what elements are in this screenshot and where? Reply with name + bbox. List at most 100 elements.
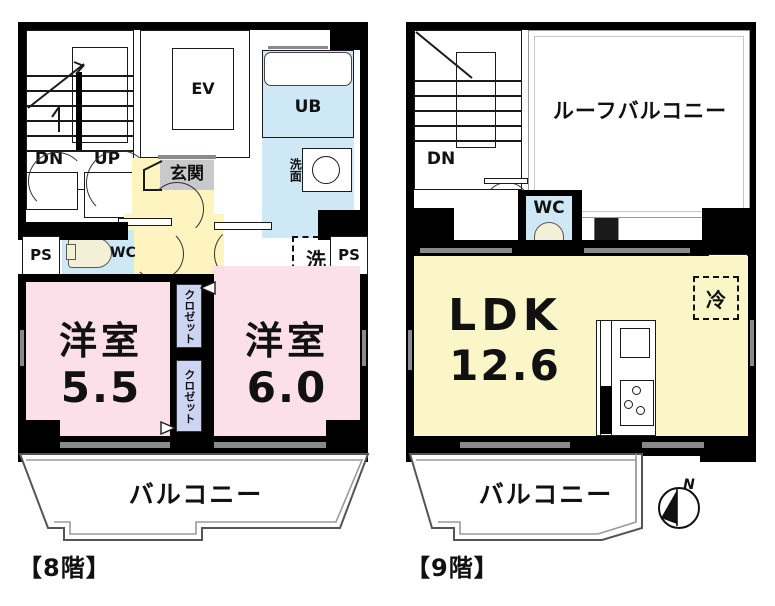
8f-wall-left-upper [18, 22, 26, 222]
closet-open-marker-upper [200, 280, 216, 296]
refrigerator-slot: 冷 [693, 276, 739, 320]
ldk-window-top-left[interactable] [420, 248, 512, 253]
bath-window [268, 46, 328, 49]
kitchen-sink [620, 328, 650, 358]
door-swing-wc [132, 228, 184, 280]
floor-label-8f: 【8階】 [18, 554, 111, 582]
window-right-8f [362, 330, 366, 366]
window-left-8f [20, 330, 24, 366]
entrance-shoe-corner [143, 160, 163, 191]
stair-tread [414, 110, 522, 112]
living-dining-kitchen [414, 256, 748, 436]
western-room-a-label: 洋室 [58, 319, 143, 364]
ldk-label: LDK [448, 289, 562, 341]
9f-wall-top [406, 22, 756, 30]
compass-north-label: N [683, 476, 695, 493]
pipe-shaft-left-box [22, 236, 60, 276]
balcony-9f-outline [408, 453, 643, 541]
stair-post [76, 72, 82, 150]
kitchen-dark-panel [600, 386, 612, 434]
8f-wall-mid-right [318, 210, 368, 240]
pipe-shaft-right-label: PS [338, 246, 360, 265]
8f-wall-left-lower [18, 274, 26, 462]
balcony-8f-outline [18, 453, 370, 541]
western-room-b-label: 洋室 [244, 319, 329, 364]
unit-bath-label: UB [294, 97, 322, 118]
closet-lower[interactable] [176, 360, 202, 432]
compass-rose: N [655, 477, 701, 530]
9f-wall-right-upper [748, 22, 756, 222]
western-room-a [26, 282, 176, 436]
entrance-label: 玄関 [170, 164, 204, 185]
floor-plan-8f: DN UP EV UB 洗面 洗 玄関 [0, 0, 387, 606]
balcony-window-9f-b[interactable] [642, 442, 704, 448]
door-swing-dn [28, 152, 86, 210]
washbasin-sink [312, 156, 340, 184]
stove-burner-2 [624, 400, 633, 409]
stair-tread [414, 125, 522, 127]
balcony-window-9f-a[interactable] [460, 442, 570, 448]
compass-needle [661, 488, 678, 526]
washbasin-label: 洗面 [288, 158, 303, 182]
western-room-a-size: 5.5 [60, 362, 142, 412]
washroom-door[interactable] [214, 222, 272, 230]
9f-stair-down-label: DN [426, 149, 456, 170]
western-room-b [212, 266, 360, 436]
stair-up-arrow [51, 106, 60, 132]
closet-upper-label: クロゼット [182, 288, 196, 344]
stair-tread [26, 150, 134, 152]
door-swing-entrance [150, 182, 204, 236]
roof-balcony-inner-edge [534, 36, 744, 212]
ldk-window-top-right[interactable] [584, 248, 690, 253]
balcony-8f-label: バルコニー [128, 479, 264, 509]
9f-wall-bottom [406, 436, 756, 456]
elevator-car [172, 48, 234, 130]
stair-tread [414, 95, 522, 97]
closet-lower-label: クロゼット [182, 368, 196, 424]
window-right-9f [750, 320, 754, 366]
8f-wall-mid-left [18, 222, 128, 240]
toilet-label-8f: WC [110, 236, 136, 270]
toilet-label-9f: WC [533, 198, 565, 219]
entrance-door[interactable] [158, 155, 216, 159]
roof-balcony [528, 30, 750, 218]
stair-rail [72, 47, 128, 143]
8f-wall-top [18, 22, 368, 30]
8f-wall-right-upper [360, 22, 368, 222]
closet-upper[interactable] [176, 284, 202, 348]
8f-wall-bottom [18, 436, 368, 456]
elevator-label: EV [191, 78, 215, 98]
stair-tread [414, 140, 522, 142]
8f-corner-block-tr [330, 22, 368, 50]
9f-wall-block-left [406, 208, 454, 240]
balcony-window-a[interactable] [60, 442, 170, 448]
stove-burner-1 [632, 386, 641, 395]
window-left-9f [408, 330, 412, 370]
roof-balcony-label: ルーフバルコニー [552, 98, 728, 123]
ldk-size: 12.6 [449, 340, 561, 390]
stove-burner-3 [636, 406, 645, 415]
9f-stair-rail [456, 52, 496, 148]
9f-wall-block-right [702, 208, 756, 240]
balcony-window-b[interactable] [214, 442, 326, 448]
refrigerator-label: 冷 [706, 287, 726, 312]
pipe-shaft-left-label: PS [30, 246, 52, 265]
9f-wall-left-upper [406, 22, 414, 222]
stair-break-line [27, 61, 85, 109]
western-room-b-size: 6.0 [246, 362, 328, 412]
compass-ring [658, 487, 700, 529]
toilet-tank [66, 244, 76, 260]
laundry-label: 洗 [306, 247, 326, 272]
9f-stair-diagonal [415, 31, 473, 79]
floor-plan-9f: DN ルーフバルコニー WC LDK 12.6 冷 [388, 0, 775, 606]
9f-wall-ldk-top [406, 240, 756, 258]
door-swing-up [86, 150, 152, 216]
toilet-label-text: WC [110, 244, 136, 261]
balcony-9f-label: バルコニー [478, 479, 614, 509]
closet-open-marker-lower [160, 420, 176, 436]
9f-landing-door[interactable] [484, 178, 528, 184]
stair-tread [414, 80, 522, 82]
bathtub [264, 52, 352, 86]
8f-wall-right-lower [360, 274, 368, 462]
